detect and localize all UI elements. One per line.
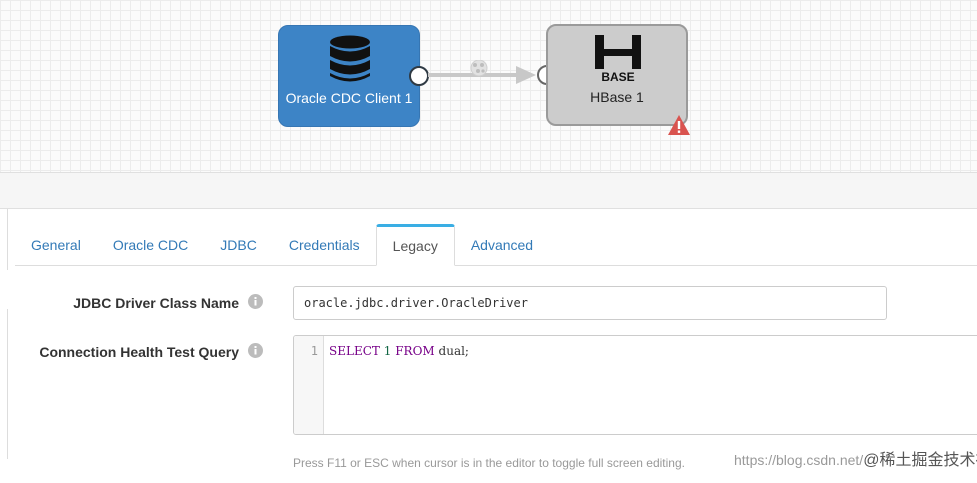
stage-label: HBase 1	[590, 89, 644, 105]
stage-oracle-cdc-client[interactable]: Oracle CDC Client 1	[278, 25, 420, 127]
health-query-label: Connection Health Test Query	[39, 344, 239, 360]
stream-connector[interactable]	[428, 60, 540, 90]
tab-jdbc[interactable]: JDBC	[220, 237, 257, 253]
record-flow-icon	[470, 60, 488, 77]
line-number-gutter: 1	[294, 336, 324, 434]
code-line[interactable]: SELECT 1 FROM dual;	[329, 344, 469, 358]
watermark: https://blog.csdn.net/@稀土掘金技术社区	[734, 446, 977, 470]
svg-text:BASE: BASE	[601, 70, 634, 84]
sql-keyword: SELECT	[329, 344, 380, 358]
tab-general[interactable]: General	[31, 237, 81, 253]
warning-triangle-icon[interactable]	[667, 114, 691, 136]
watermark-url: https://blog.csdn.net/	[734, 452, 864, 468]
database-icon	[330, 35, 370, 82]
info-icon[interactable]	[248, 343, 263, 358]
health-query-editor[interactable]: 1 SELECT 1 FROM dual;	[293, 335, 977, 435]
sql-number: 1	[383, 344, 392, 358]
hbase-logo-icon: BASE	[595, 35, 641, 84]
sql-text: dual;	[438, 344, 469, 358]
tab-credentials[interactable]: Credentials	[288, 237, 360, 253]
sql-keyword: FROM	[395, 344, 435, 358]
editor-hint-text: Press F11 or ESC when cursor is in the e…	[293, 456, 685, 470]
driver-class-label: JDBC Driver Class Name	[73, 295, 239, 311]
stage-config-panel: General Oracle CDC JDBC Credentials Lega…	[0, 209, 977, 483]
tab-oracle-cdc[interactable]: Oracle CDC	[112, 237, 189, 253]
stage-label: Oracle CDC Client 1	[285, 90, 413, 106]
output-port[interactable]	[409, 66, 429, 86]
driver-class-input[interactable]	[293, 286, 887, 320]
left-divider	[7, 209, 8, 270]
config-tab-bar: General Oracle CDC JDBC Credentials Lega…	[15, 224, 977, 266]
info-icon[interactable]	[248, 294, 263, 309]
left-divider	[7, 309, 8, 459]
tab-advanced[interactable]: Advanced	[470, 237, 534, 253]
pipeline-canvas[interactable]: Oracle CDC Client 1 BASE HBase 1	[0, 0, 977, 172]
panel-resize-band[interactable]	[0, 172, 977, 209]
tab-legacy[interactable]: Legacy	[375, 224, 455, 266]
stage-hbase[interactable]: BASE HBase 1	[546, 24, 688, 126]
watermark-text: @稀土掘金技术社区	[863, 452, 977, 469]
line-number: 1	[310, 344, 318, 358]
